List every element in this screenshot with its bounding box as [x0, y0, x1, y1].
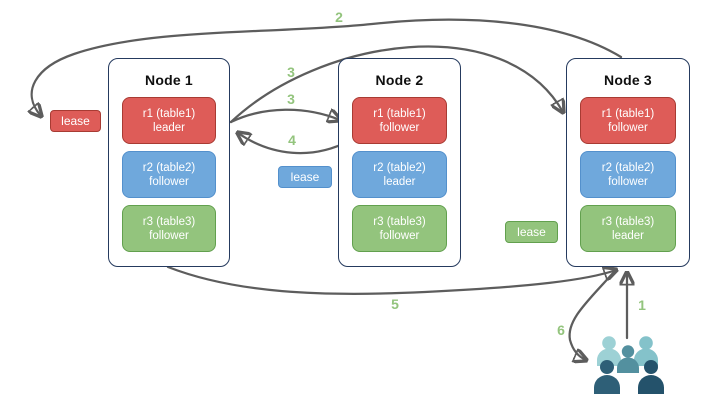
replica-role: leader [153, 121, 185, 134]
replica-name: r3 (table3) [142, 215, 196, 228]
replica-box-r3: r3 (table3) follower [352, 205, 447, 252]
replica-box-r1: r1 (table1) follower [352, 97, 447, 144]
node-card-2: Node 2 r1 (table1) follower r2 (table2) … [338, 58, 461, 267]
replica-name: r2 (table2) [373, 161, 426, 174]
replica-role: follower [379, 121, 420, 134]
replica-role: follower [149, 175, 189, 188]
replica-name: r2 (table2) [142, 161, 196, 174]
node-title: Node 2 [375, 72, 424, 88]
lease-chip-blue: lease [278, 166, 332, 188]
replica-box-r2: r2 (table2) follower [580, 151, 676, 198]
lease-chip-green: lease [505, 221, 558, 243]
arrow-5-path [166, 267, 616, 295]
replica-box-r1: r1 (table1) follower [580, 97, 676, 144]
replica-box-r2: r2 (table2) leader [352, 151, 447, 198]
node-title: Node 3 [604, 72, 652, 88]
replica-role: follower [149, 229, 189, 242]
replica-box-r3: r3 (table3) follower [122, 205, 216, 252]
node-title: Node 1 [145, 72, 193, 88]
arrow-label-4: 4 [288, 132, 296, 148]
replica-name: r1 (table1) [601, 107, 655, 120]
replica-role: leader [383, 175, 416, 188]
replica-name: r1 (table1) [373, 107, 426, 120]
replica-role: follower [608, 121, 648, 134]
replica-name: r3 (table3) [373, 215, 426, 228]
users-group-icon [594, 336, 664, 394]
arrow-label-6: 6 [557, 322, 565, 338]
node-card-1: Node 1 r1 (table1) leader r2 (table2) fo… [108, 58, 230, 267]
replica-box-r1: r1 (table1) leader [122, 97, 216, 144]
arrow-label-2: 2 [335, 9, 343, 25]
replica-name: r3 (table3) [601, 215, 655, 228]
node-card-3: Node 3 r1 (table1) follower r2 (table2) … [566, 58, 690, 267]
arrow-label-1: 1 [638, 297, 646, 313]
replica-box-r3: r3 (table3) leader [580, 205, 676, 252]
lease-chip-red: lease [50, 110, 101, 132]
replica-role: follower [379, 229, 420, 242]
replica-box-r2: r2 (table2) follower [122, 151, 216, 198]
arrow-label-3-upper: 3 [287, 64, 295, 80]
replica-role: leader [612, 229, 644, 242]
replica-name: r2 (table2) [601, 161, 655, 174]
replica-role: follower [608, 175, 648, 188]
arrow-label-3-lower: 3 [287, 91, 295, 107]
arrow-label-5: 5 [391, 296, 399, 312]
replica-name: r1 (table1) [142, 107, 196, 120]
arrow-3-short-path [229, 110, 340, 122]
